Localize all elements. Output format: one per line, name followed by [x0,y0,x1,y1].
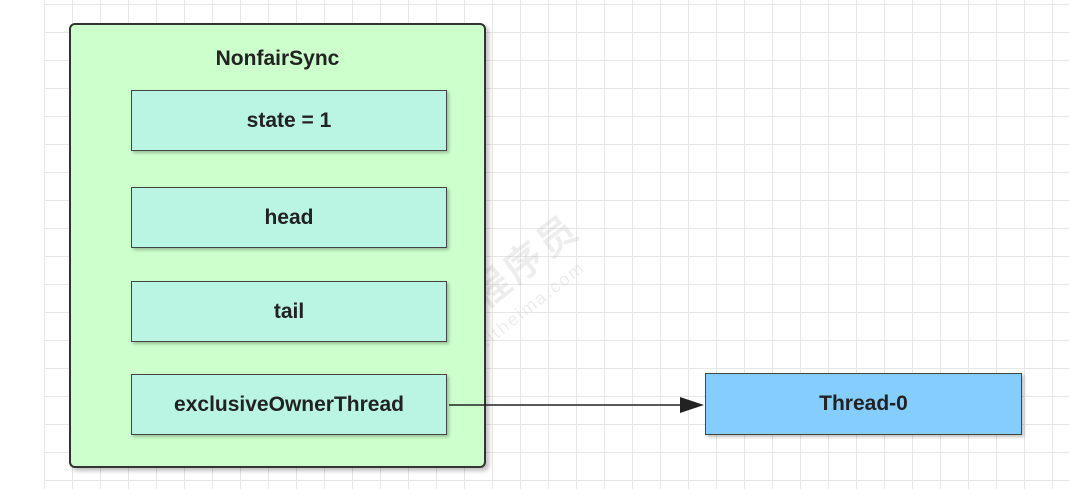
field-head[interactable]: head [131,187,447,248]
field-tail[interactable]: tail [131,281,447,342]
field-exclusive-owner-thread[interactable]: exclusiveOwnerThread [131,374,447,435]
arrow-head [680,397,704,413]
thread-0-node[interactable]: Thread-0 [705,373,1022,435]
field-state[interactable]: state = 1 [131,90,447,151]
container-title: NonfairSync [215,47,340,70]
nonfairsync-container[interactable]: NonfairSync state = 1 head tail exclusiv… [69,23,486,468]
